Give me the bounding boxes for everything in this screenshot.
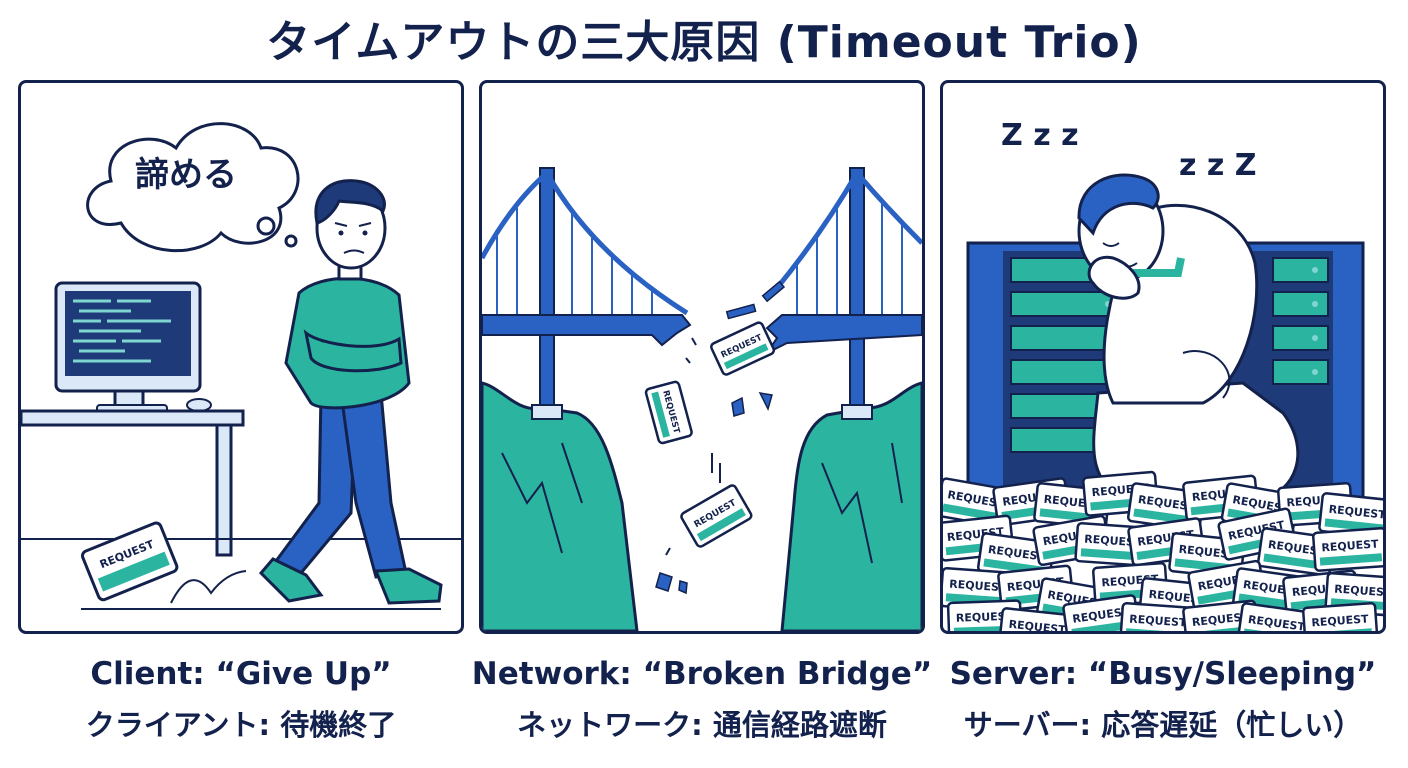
bridge-debris (655, 280, 786, 595)
request-label: REQUEST (1129, 612, 1187, 629)
pile-request-card: REQUEST (1126, 482, 1206, 532)
request-label: REQUEST (1191, 610, 1250, 629)
network-illustration: REQUEST REQUEST REQUEST (482, 167, 922, 631)
tower-base-left (531, 404, 563, 420)
caption-network-en: Network: “Broken Bridge” (471, 656, 933, 692)
pile-request-card: REQUEST (1119, 602, 1196, 631)
pile-request-card: REQUEST (998, 607, 1076, 631)
request-label: REQUEST (1311, 612, 1369, 629)
request-label: REQUEST (956, 610, 1014, 625)
dropped-request-card: REQUEST (81, 521, 179, 602)
walking-man (258, 179, 443, 605)
request-label: REQUEST (949, 577, 1007, 594)
pile-request-card: REQUEST (1312, 526, 1383, 572)
cliff-right (780, 381, 922, 631)
bridge-cable-right (775, 168, 922, 290)
caption-server-en: Server: “Busy/Sleeping” (949, 656, 1377, 692)
bridge-tower-right (849, 167, 865, 419)
bridge-deck-right (764, 314, 922, 356)
panel-server: Z z z z z Z (940, 80, 1386, 634)
bridge-cable-left (482, 169, 689, 316)
thought-text: 諦める (135, 155, 237, 195)
request-label: REQUEST (1328, 503, 1383, 522)
caption-server-ja: サーバー: 応答遅延（忙しい） (963, 708, 1363, 742)
request-label: REQUEST (1334, 582, 1383, 599)
caption-client-ja: クライアント: 待機終了 (85, 708, 397, 742)
falling-request-card-2: REQUEST (644, 380, 693, 445)
thought-bubble (86, 122, 300, 253)
mouse (186, 398, 212, 412)
tower-base-right (841, 404, 873, 420)
bounce-mark (170, 570, 247, 604)
panel-client: 諦める REQUEST (18, 80, 464, 634)
fall-marks (665, 337, 721, 556)
pile-request-card: REQUEST (1302, 601, 1379, 631)
falling-request-card-3: REQUEST (680, 484, 753, 548)
pile-request-card: REQUEST (1236, 602, 1316, 631)
snore-left: Z z z (1001, 118, 1079, 153)
server-illustration: Z z z z z Z (943, 118, 1383, 631)
desk-leg (215, 423, 233, 557)
cliff-left (482, 381, 639, 631)
panel-network: REQUEST REQUEST REQUEST (479, 80, 925, 634)
desk-top (21, 409, 245, 427)
thought-dot-1 (256, 216, 276, 236)
pile-request-card: REQUEST (943, 477, 1015, 529)
pile-request-card: REQUEST (1318, 492, 1383, 540)
page-title: タイムアウトの三大原因 (Timeout Trio) (266, 17, 1142, 68)
pile-request-card: REQUEST (1062, 594, 1141, 631)
request-label: REQUEST (1084, 532, 1142, 549)
caption-client-en: Client: “Give Up” (90, 656, 392, 692)
bridge-deck-left (482, 314, 692, 347)
bridge-tower-left (539, 167, 555, 419)
snore-right: z z Z (1179, 148, 1257, 183)
thought-dot-2 (284, 234, 298, 248)
caption-network-ja: ネットワーク: 通信経路遮断 (517, 708, 887, 742)
code-lines (73, 299, 171, 363)
client-illustration: 諦める REQUEST (21, 122, 461, 610)
falling-request-card-1: REQUEST (710, 321, 776, 376)
sleeping-man (1077, 173, 1300, 505)
monitor-screen (65, 291, 191, 376)
request-label: REQUEST (1321, 537, 1379, 554)
request-card-pile: REQUESTREQUESTREQUESTREQUESTREQUESTREQUE… (943, 470, 1383, 631)
